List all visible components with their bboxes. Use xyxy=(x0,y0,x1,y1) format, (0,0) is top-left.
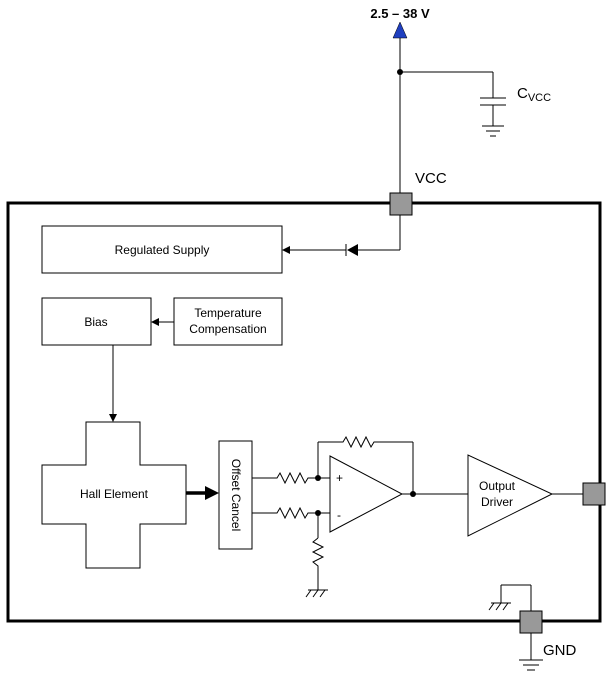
gnd-pin-label: GND xyxy=(543,642,577,659)
opamp-minus-sign: - xyxy=(337,508,341,522)
earth-ground-icon xyxy=(519,659,543,671)
temperature-compensation-block xyxy=(173,297,283,346)
capacitor-label-sub: VCC xyxy=(528,92,551,104)
ground-resistor-icon xyxy=(311,537,325,590)
output-junction-dot xyxy=(410,491,416,497)
opamp-plus-sign: + xyxy=(336,471,343,485)
output-driver-label-2: Driver xyxy=(481,495,513,509)
temperature-compensation-label-2: Compensation xyxy=(189,322,266,336)
vcc-pin-label: VCC xyxy=(415,170,447,187)
input-resistor-top-icon xyxy=(252,471,318,485)
gnd-pin xyxy=(519,610,543,634)
input-resistor-bottom-icon xyxy=(252,506,318,520)
hall-element-label: Hall Element xyxy=(80,487,149,501)
opamp-triangle xyxy=(329,455,404,533)
chassis-ground-icon-left xyxy=(305,589,328,598)
chassis-ground-icon-right xyxy=(488,602,511,611)
temperature-compensation-label-1: Temperature xyxy=(194,306,262,320)
capacitor-label-main: C xyxy=(517,85,528,102)
hall-element-shape xyxy=(41,421,187,569)
ic-outline xyxy=(6,201,602,623)
offset-cancel-label: Offset Cancel xyxy=(229,459,243,531)
regulated-supply-block xyxy=(41,225,283,274)
diode-icon xyxy=(345,244,358,256)
output-driver-label-1: Output xyxy=(479,479,516,493)
output-pin xyxy=(582,482,606,506)
regulated-supply-label: Regulated Supply xyxy=(115,243,210,257)
capacitor-label: CVCC xyxy=(517,85,551,104)
offset-cancel-block xyxy=(218,440,253,550)
supply-arrow-icon xyxy=(392,21,408,39)
bias-label: Bias xyxy=(84,315,107,329)
feedback-resistor-icon xyxy=(318,435,413,449)
output-driver-triangle xyxy=(467,454,554,537)
vcc-pin xyxy=(389,192,413,216)
supply-voltage-label: 2.5 – 38 V xyxy=(370,6,430,21)
hall-to-offset-arrowhead xyxy=(205,486,219,500)
bias-block xyxy=(41,297,152,346)
capacitor-icon xyxy=(480,97,506,137)
